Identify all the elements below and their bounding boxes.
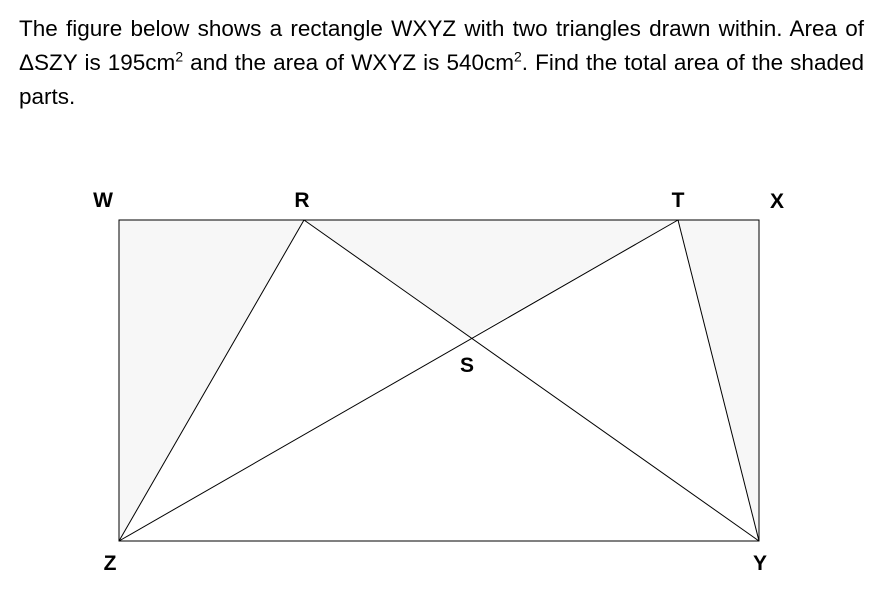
label-y: Y <box>753 552 767 575</box>
label-r: R <box>294 189 309 212</box>
segment-ty <box>677 219 760 542</box>
label-z: Z <box>104 552 117 575</box>
label-t: T <box>672 189 685 212</box>
superscript-2: 2 <box>514 48 522 65</box>
segment-ry <box>303 219 760 542</box>
problem-text-part-3: . Find the total area of the shaded part… <box>19 50 865 109</box>
problem-text-part-1: The figure below shows a rectangle WXYZ … <box>19 16 864 75</box>
label-s: S <box>460 354 474 377</box>
segment-rz <box>118 219 305 542</box>
superscript-1: 2 <box>175 48 184 65</box>
shaded-region-rts <box>304 220 678 337</box>
rectangle-wxyz <box>118 219 760 542</box>
segment-tz <box>118 219 679 542</box>
label-x: X <box>770 190 784 213</box>
problem-statement: The figure below shows a rectangle WXYZ … <box>19 12 864 114</box>
label-w: W <box>93 189 113 212</box>
problem-text-part-2: and the area of WXYZ is 540cm <box>183 50 514 75</box>
